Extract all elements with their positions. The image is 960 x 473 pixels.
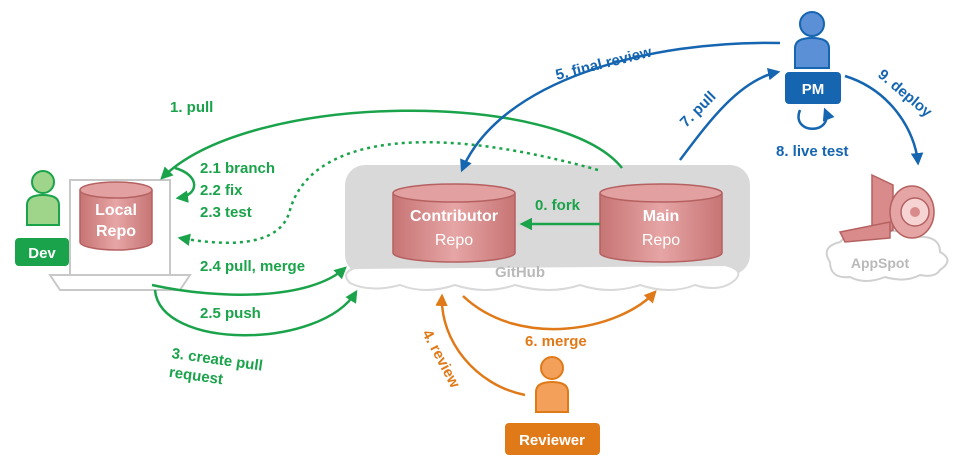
local-repo-line1: Local (95, 202, 137, 219)
dev-badge (15, 238, 69, 266)
arrow-create-pull-request (153, 289, 358, 337)
label-live-test: 8. live test (776, 143, 849, 160)
arrow-push (151, 266, 347, 296)
pm-label: PM (802, 81, 825, 98)
appspot-label: AppSpot (851, 255, 910, 271)
arrow-final-review (460, 41, 781, 173)
label-deploy: 9. deploy (874, 66, 935, 121)
pm-person-icon (794, 11, 830, 69)
github-label: GitHub (495, 264, 545, 281)
arrow-live-test (797, 107, 835, 130)
label-test: 2.3 test (200, 204, 252, 221)
reviewer-label: Reviewer (519, 432, 585, 449)
label-pull: 1. pull (170, 99, 213, 116)
arrow-pull-merge (177, 141, 599, 246)
dev-person-icon (26, 170, 60, 226)
arrow-merge (462, 290, 657, 331)
contributor-repo-line1: Contributor (410, 208, 498, 225)
main-repo: Main Repo (599, 183, 723, 263)
arrow-branch-loop (174, 166, 196, 203)
appspot-engine-icon (838, 173, 935, 243)
label-push: 2.5 push (200, 305, 261, 322)
appspot-cloud: AppSpot (825, 230, 949, 282)
label-pm-pull: 7. pull (677, 88, 720, 131)
local-repo: Local Repo (79, 181, 153, 251)
label-review: 4. review (418, 327, 463, 391)
reviewer-person-icon (535, 356, 569, 413)
arrow-pm-pull (679, 67, 781, 161)
label-pull-merge: 2.4 pull, merge (200, 258, 305, 275)
main-repo-line1: Main (643, 208, 679, 225)
label-branch: 2.1 branch (200, 160, 275, 177)
label-merge: 6. merge (525, 333, 587, 350)
reviewer-badge (505, 423, 600, 455)
arrow-review (435, 293, 526, 397)
pm-badge (785, 72, 841, 104)
dev-label: Dev (28, 245, 56, 262)
label-final-review: 5. final review (554, 44, 654, 84)
main-repo-line2: Repo (642, 232, 680, 249)
arrow-deploy (844, 74, 924, 166)
arrow-pull (160, 109, 623, 180)
local-repo-line2: Repo (96, 223, 136, 240)
contributor-repo: Contributor Repo (392, 183, 516, 263)
label-fix: 2.2 fix (200, 182, 243, 199)
label-fork: 0. fork (535, 197, 581, 214)
contributor-repo-line2: Repo (435, 232, 473, 249)
